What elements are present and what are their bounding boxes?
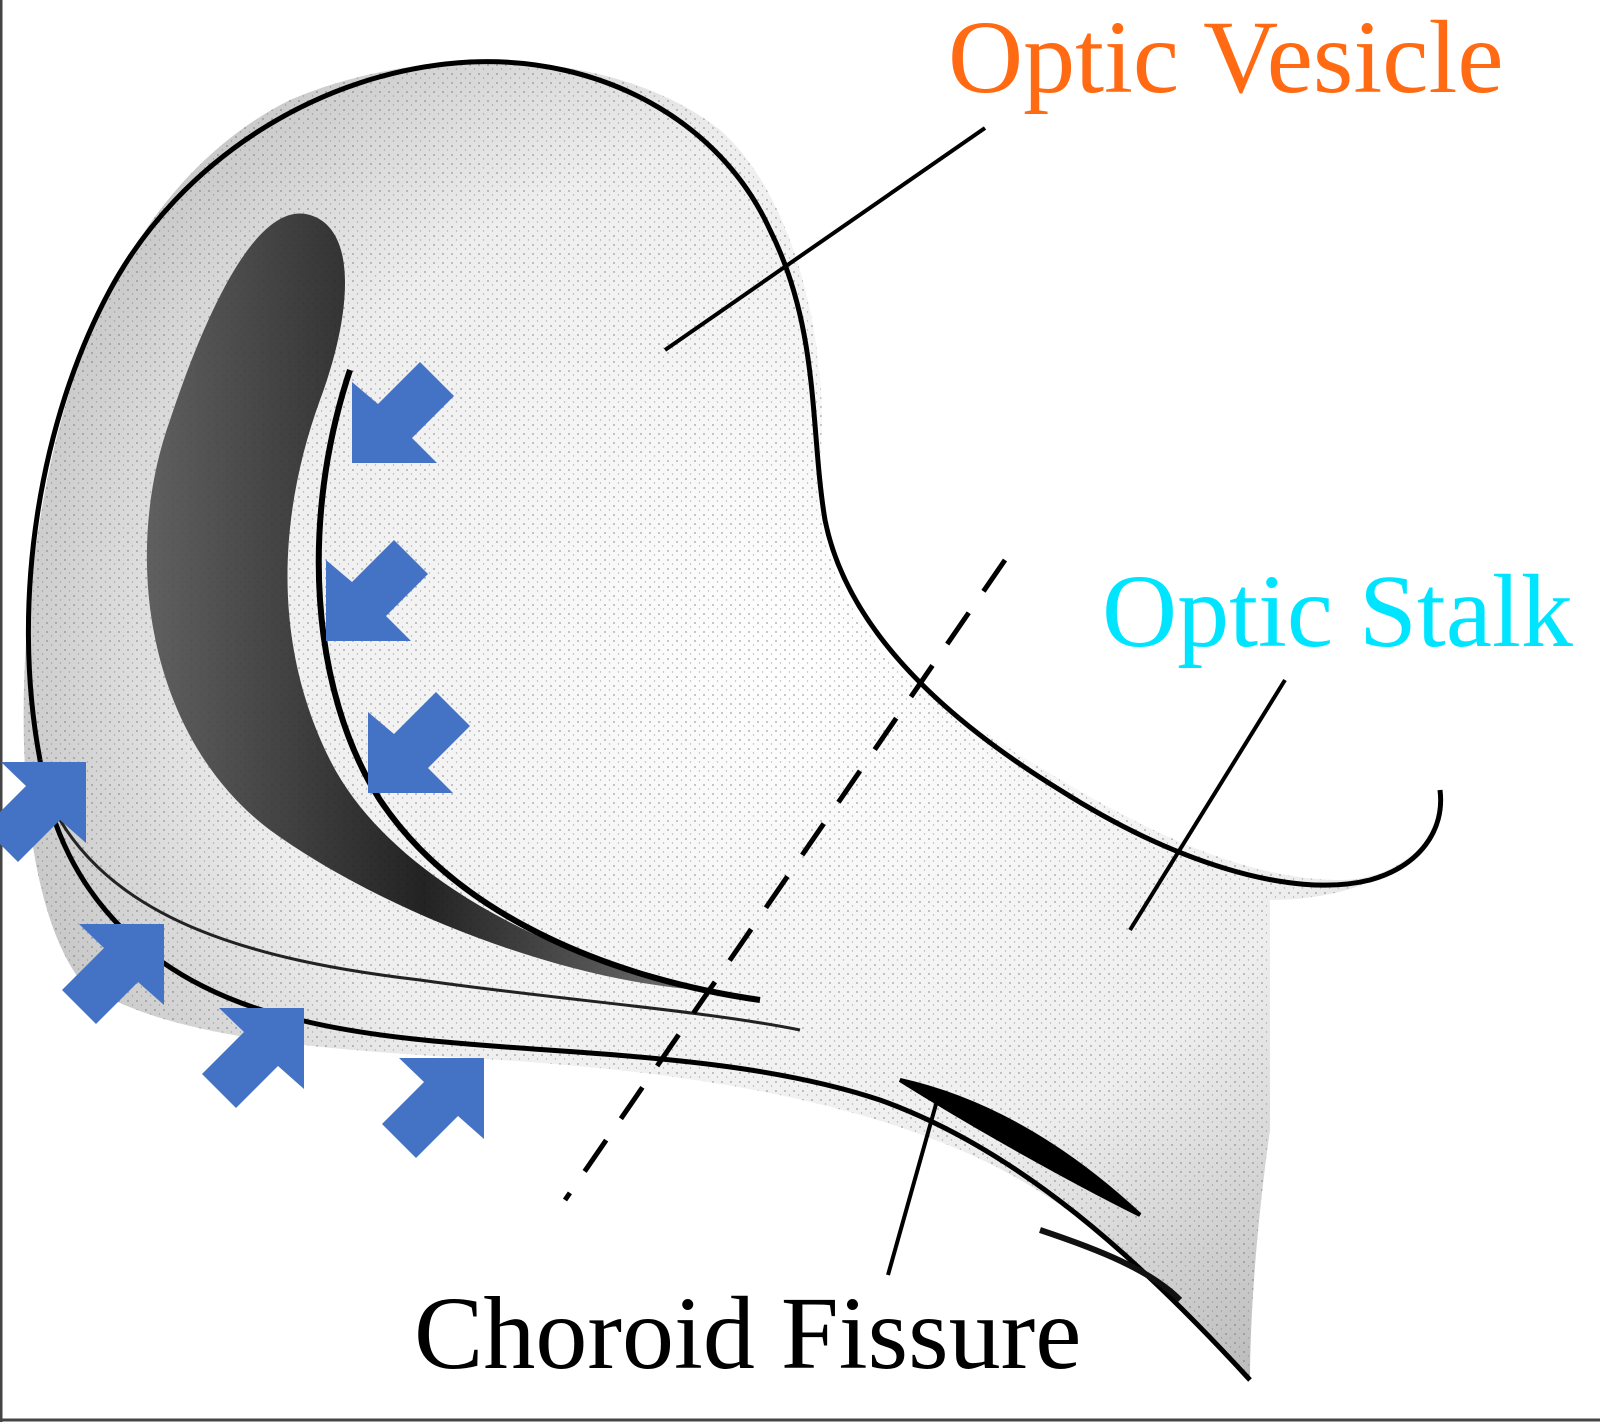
inner-arrow-3 bbox=[368, 692, 470, 793]
optic-cup-groove bbox=[146, 213, 700, 991]
leader-optic-stalk bbox=[1128, 678, 1287, 932]
outer-arrow-3 bbox=[202, 1008, 304, 1108]
choroid-fissure-slit bbox=[898, 1078, 1142, 1217]
inner-arrow-1 bbox=[352, 362, 454, 463]
choroid-fissure-label: Choroid Fissure bbox=[414, 1276, 1082, 1391]
inner-arrows bbox=[326, 362, 470, 793]
vesicle-stalk-boundary bbox=[562, 558, 1008, 1202]
inner-arrow-2 bbox=[326, 540, 428, 641]
optic-vesicle-body bbox=[23, 61, 1440, 1380]
outer-rim-line bbox=[58, 819, 801, 1032]
vesicle-outer-outline bbox=[25, 59, 1444, 888]
outer-arrow-2 bbox=[62, 924, 164, 1024]
optic-vesicle-label: Optic Vesicle bbox=[948, 0, 1504, 115]
outer-arrow-1 bbox=[0, 762, 86, 862]
outer-arrows bbox=[0, 762, 484, 1158]
leader-optic-vesicle bbox=[663, 126, 987, 352]
leader-choroid-fissure bbox=[886, 1089, 942, 1276]
optic-stalk-label: Optic Stalk bbox=[1102, 554, 1573, 669]
outer-arrow-4 bbox=[382, 1058, 484, 1158]
inner-rim-line bbox=[315, 369, 761, 1003]
fissure-shadow bbox=[1039, 1227, 1183, 1303]
